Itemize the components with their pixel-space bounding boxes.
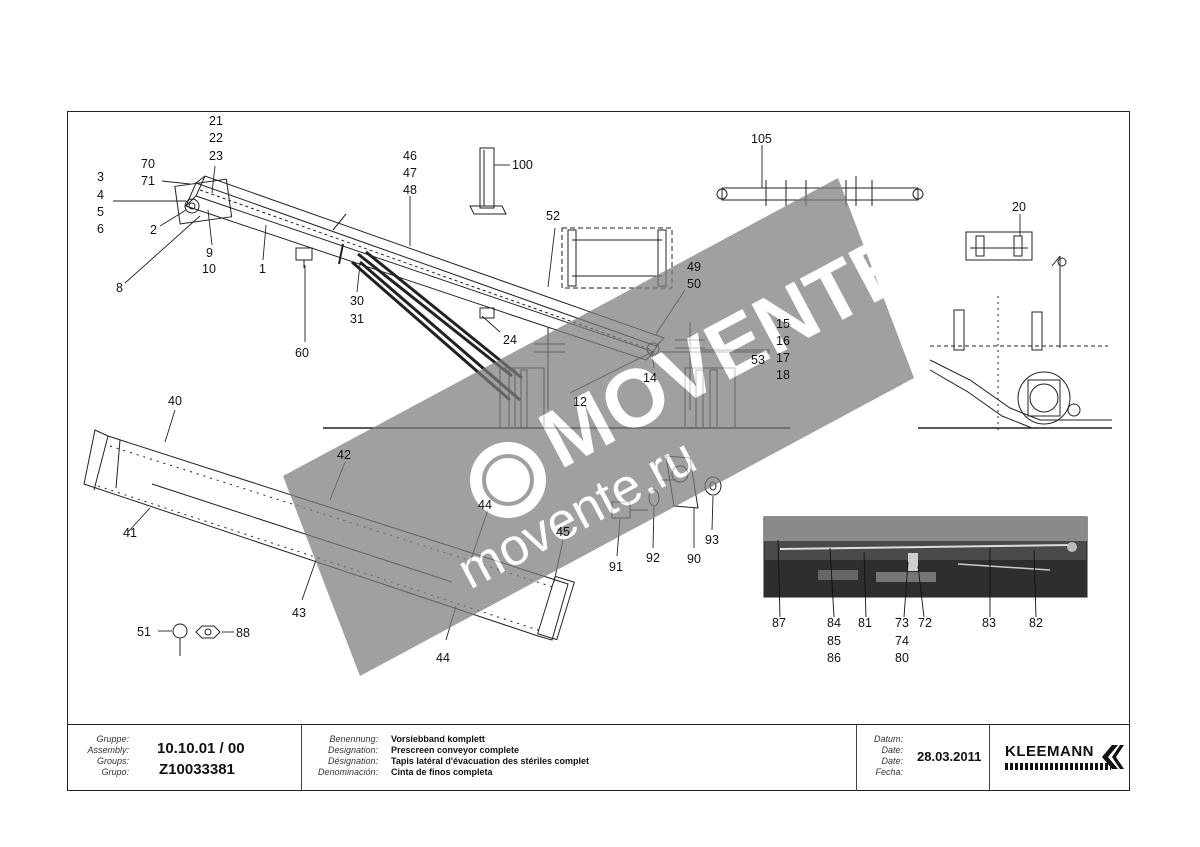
callout-51: 51 [137, 625, 151, 639]
group-keys: Gruppe: Assembly: Groups: Grupo: [73, 734, 129, 778]
designation-key: Désignation: [327, 756, 378, 766]
callout-86: 86 [827, 651, 841, 665]
watermark: MOVENTE movente.ru [283, 178, 926, 676]
logo-chevron-icon [1102, 745, 1124, 769]
callout-14: 14 [643, 371, 657, 385]
designation-values: Vorsiebband komplett Prescreen conveyor … [391, 734, 589, 778]
item-20-detail [918, 231, 1112, 430]
designation-key: Designation: [327, 745, 378, 755]
date-value: 28.03.2011 [917, 749, 982, 764]
group-key: Groups: [96, 756, 129, 766]
callout-84: 84 [827, 616, 841, 630]
group-key: Assembly: [87, 745, 129, 755]
callout-60: 60 [295, 346, 309, 360]
callout-100: 100 [512, 158, 533, 172]
callout-82: 82 [1029, 616, 1043, 630]
callout-72: 72 [918, 616, 932, 630]
callout-12: 12 [573, 395, 587, 409]
callout-17: 17 [776, 351, 790, 365]
title-block: Gruppe: Assembly: Groups: Grupo: 10.10.0… [67, 724, 1130, 791]
callout-4: 4 [97, 188, 104, 202]
callout-41: 41 [123, 526, 137, 540]
callout-15: 15 [776, 317, 790, 331]
callout-49: 49 [687, 260, 701, 274]
callout-3: 3 [97, 170, 104, 184]
belt-side-exploded [83, 429, 575, 641]
callout-81: 81 [858, 616, 872, 630]
callout-74: 74 [895, 634, 909, 648]
callout-91: 91 [609, 560, 623, 574]
callout-44-lower: 44 [436, 651, 450, 665]
date-key: Date: [881, 745, 903, 755]
callout-73: 73 [895, 616, 909, 630]
callout-2: 2 [150, 223, 157, 237]
callout-87: 87 [772, 616, 786, 630]
group-key: Grupo: [101, 767, 129, 777]
callout-70: 70 [141, 157, 155, 171]
date-key: Datum: [873, 734, 903, 744]
callout-53: 53 [751, 353, 765, 367]
designation-value: Prescreen conveyor complete [391, 745, 520, 755]
callout-46: 46 [403, 149, 417, 163]
fasteners-51-88 [172, 623, 221, 656]
designation-keys: Benennung: Designation: Désignation: Den… [306, 734, 378, 778]
callout-90: 90 [687, 552, 701, 566]
callout-45: 45 [556, 525, 570, 539]
callout-71: 71 [141, 174, 155, 188]
callout-52: 52 [546, 209, 560, 223]
callout-1: 1 [259, 262, 266, 276]
logo-bars [1005, 763, 1111, 770]
designation-value: Vorsiebband komplett [391, 734, 485, 744]
callout-31: 31 [350, 312, 364, 326]
callout-50: 50 [687, 277, 701, 291]
part-number: Z10033381 [159, 761, 235, 778]
callout-18: 18 [776, 368, 790, 382]
callout-93: 93 [705, 533, 719, 547]
designation-key: Benennung: [329, 734, 378, 744]
callout-85: 85 [827, 634, 841, 648]
callout-105: 105 [751, 132, 772, 146]
date-key: Date: [881, 756, 903, 766]
callout-21: 21 [209, 114, 223, 128]
callout-22: 22 [209, 131, 223, 145]
drawing-frame [67, 111, 1130, 791]
group-key: Gruppe: [96, 734, 129, 744]
callout-30: 30 [350, 294, 364, 308]
callout-88: 88 [236, 626, 250, 640]
date-key: Fecha: [875, 767, 903, 777]
callout-48: 48 [403, 183, 417, 197]
callout-10: 10 [202, 262, 216, 276]
callout-44-upper: 44 [478, 498, 492, 512]
callout-92: 92 [646, 551, 660, 565]
callout-20: 20 [1012, 200, 1026, 214]
callout-16: 16 [776, 334, 790, 348]
callout-80: 80 [895, 651, 909, 665]
callout-8: 8 [116, 281, 123, 295]
callout-9: 9 [206, 246, 213, 260]
group-number: 10.10.01 / 00 [157, 740, 245, 757]
date-keys: Datum: Date: Date: Fecha: [857, 734, 903, 778]
date-cell: Datum: Date: Date: Fecha: 28.03.2011 [857, 725, 990, 791]
callout-24: 24 [503, 333, 517, 347]
callout-47: 47 [403, 166, 417, 180]
designation-cell: Benennung: Designation: Désignation: Den… [302, 725, 857, 791]
callout-40: 40 [168, 394, 182, 408]
photo-detail-inset [763, 516, 1088, 618]
logo-cell: KLEEMANN [990, 725, 1130, 791]
designation-value: Cinta de finos completa [391, 767, 493, 777]
callout-42: 42 [337, 448, 351, 462]
callout-43: 43 [292, 606, 306, 620]
designation-value: Tapis latéral d'évacuation des stériles … [391, 756, 590, 766]
callout-23: 23 [209, 149, 223, 163]
group-cell: Gruppe: Assembly: Groups: Grupo: 10.10.0… [67, 725, 302, 791]
callout-5: 5 [97, 205, 104, 219]
kleemann-logo: KLEEMANN [1005, 743, 1094, 760]
callout-labels: 21 22 23 70 71 3 4 5 6 2 9 10 1 8 46 47 … [97, 114, 1043, 665]
designation-key: Denominación: [317, 767, 378, 777]
callout-83: 83 [982, 616, 996, 630]
callout-6: 6 [97, 222, 104, 236]
